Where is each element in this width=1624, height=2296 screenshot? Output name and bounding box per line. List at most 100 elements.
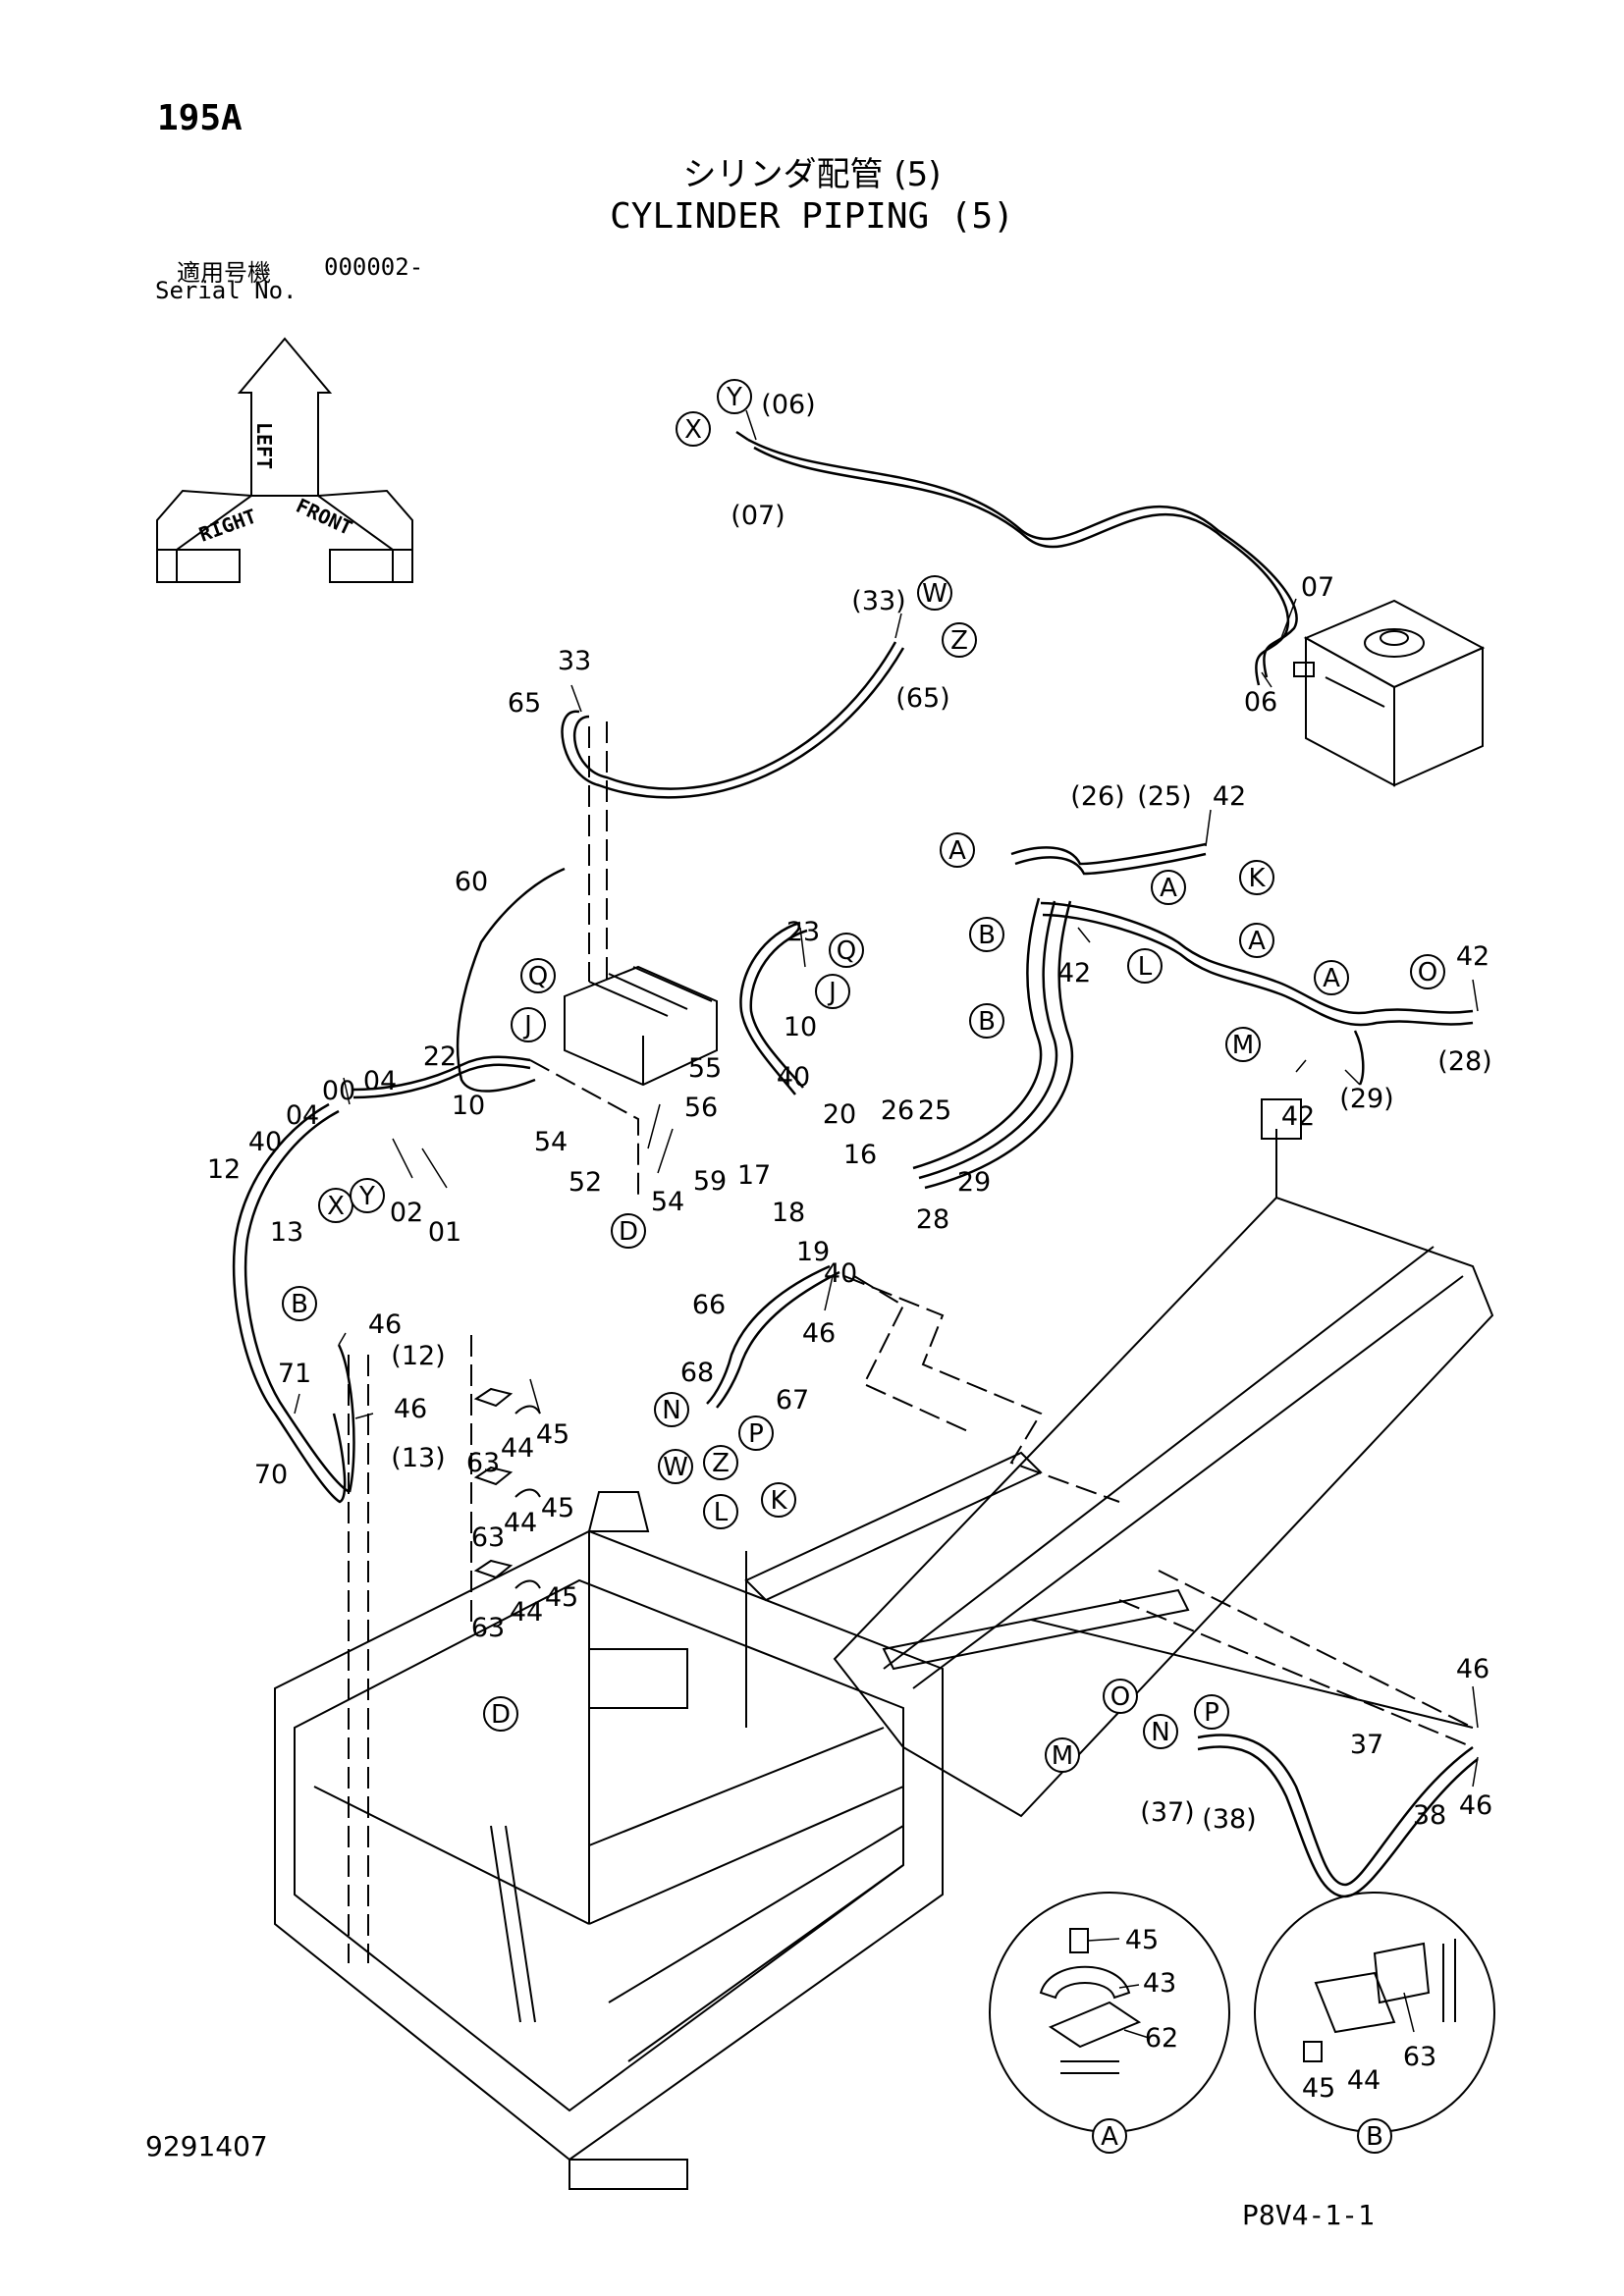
leader-02 [392,1138,413,1179]
part-label: 44 [501,1433,534,1464]
leader-06 [745,409,757,441]
orientation-label-left: LEFT [252,422,276,469]
dash-66-route-b [853,1275,973,1434]
page-number: 195A [157,98,243,138]
control-valve [564,965,718,1087]
part-label: 66 [692,1290,726,1320]
detail-views [989,1892,1495,2133]
callout-circle [1103,1679,1138,1714]
part-label: 56 [684,1093,718,1123]
boom-rail-2 [912,1275,1464,1689]
leader-46c [824,1275,834,1311]
part-label: (26) [1070,781,1124,812]
part-label: 07 [1301,572,1334,603]
pipe-26-25-b [1014,852,1207,876]
part-label: 60 [455,867,488,897]
callout-letter: A [1160,874,1177,903]
leader-43 [1118,1984,1140,1989]
hose-22-10 [352,1055,531,1092]
pipe-vertical-b3 [924,900,1074,1190]
part-label: 12 [207,1154,241,1185]
frame-upright-left [587,1491,650,1532]
part-label: 18 [772,1198,805,1228]
boom-structure [274,1098,1494,2190]
leader-29 [1344,1069,1361,1086]
callout-letter: W [922,579,947,609]
callout-circle [1143,1714,1178,1749]
serial-label-english: Serial No. [155,277,298,304]
part-label: (33) [851,586,905,616]
callout-circle [511,1007,546,1042]
figure-code: P8V4-1-1 [1242,2199,1375,2231]
part-label: 46 [1459,1790,1492,1821]
callout-letter: L [1138,952,1153,982]
part-label: 45 [541,1493,574,1523]
callout-circle [1225,1027,1261,1062]
hose-66-67-b [716,1270,840,1409]
part-label: 38 [1413,1800,1446,1831]
leader-55 [647,1103,661,1149]
part-label: (37) [1140,1797,1194,1828]
boom-cylinder [744,1451,1043,1602]
hose-37-38 [1197,1734,1474,1887]
callout-circle [520,958,556,993]
leader-71 [294,1393,300,1415]
callout-circle [969,917,1004,952]
part-label: 01 [428,1217,461,1248]
hose-23-10 [739,921,801,1095]
part-label: 42 [1456,941,1489,972]
callout-letter: Z [712,1449,730,1478]
title-english: CYLINDER PIPING (5) [610,196,1014,237]
leader-45-detail-a [1087,1938,1120,1942]
frame-cross-1 [588,1727,885,1846]
callout-letter: W [663,1453,688,1482]
callout-letter: D [619,1217,638,1247]
hose-66-67 [706,1264,831,1405]
callout-letter: B [978,921,996,950]
callout-letter: O [1110,1682,1130,1712]
valve-spool-2 [608,973,688,1010]
detail-a-bolt [1069,1928,1089,1953]
serial-number-value: 000002- [324,253,424,281]
part-label: 28 [916,1204,949,1235]
part-label: 40 [248,1127,282,1157]
callout-letters: Y X W Z Q J Q J A K B A L A A O B M X Y … [291,383,1437,2152]
callout-letter: Y [358,1182,375,1211]
callout-circle [1194,1694,1229,1730]
part-label: 37 [1350,1730,1383,1760]
callout-circles [282,379,1445,2154]
pipe-upper-left-tail [735,430,749,442]
callout-letter: K [770,1486,787,1516]
callout-circle [1239,860,1274,895]
leader-42c [1472,979,1479,1012]
callout-circle [703,1445,738,1480]
clamp-parts [473,1387,541,1589]
callout-circle [942,622,977,658]
clamp-bolt-1 [514,1405,541,1415]
dashed-routing [348,721,1474,1963]
part-label: 44 [1347,2065,1380,2096]
callout-circle [761,1482,796,1518]
callout-letter: P [748,1419,764,1449]
clamp-bolt-3 [514,1579,541,1589]
part-label: 45 [536,1419,569,1450]
hose-46-right [337,1344,355,1493]
callout-letter: M [1052,1741,1073,1771]
frame-cross-2 [588,1786,904,1925]
cylinder-d-rod-b [505,1825,536,2023]
tank-filler-cap [1364,628,1425,658]
callout-circle [676,411,711,447]
callout-circle [940,832,975,868]
callout-circle [1357,2118,1392,2154]
part-label: 42 [1213,781,1246,812]
leader-07 [1280,598,1297,639]
callout-letter: N [1151,1718,1169,1747]
leader-33b [570,684,582,713]
leader-46d [1472,1685,1479,1729]
lower-link [1030,1619,1474,1729]
part-label: 54 [534,1127,568,1157]
part-label: 29 [957,1167,991,1198]
part-label: 54 [651,1187,684,1217]
part-label: 70 [254,1460,288,1490]
